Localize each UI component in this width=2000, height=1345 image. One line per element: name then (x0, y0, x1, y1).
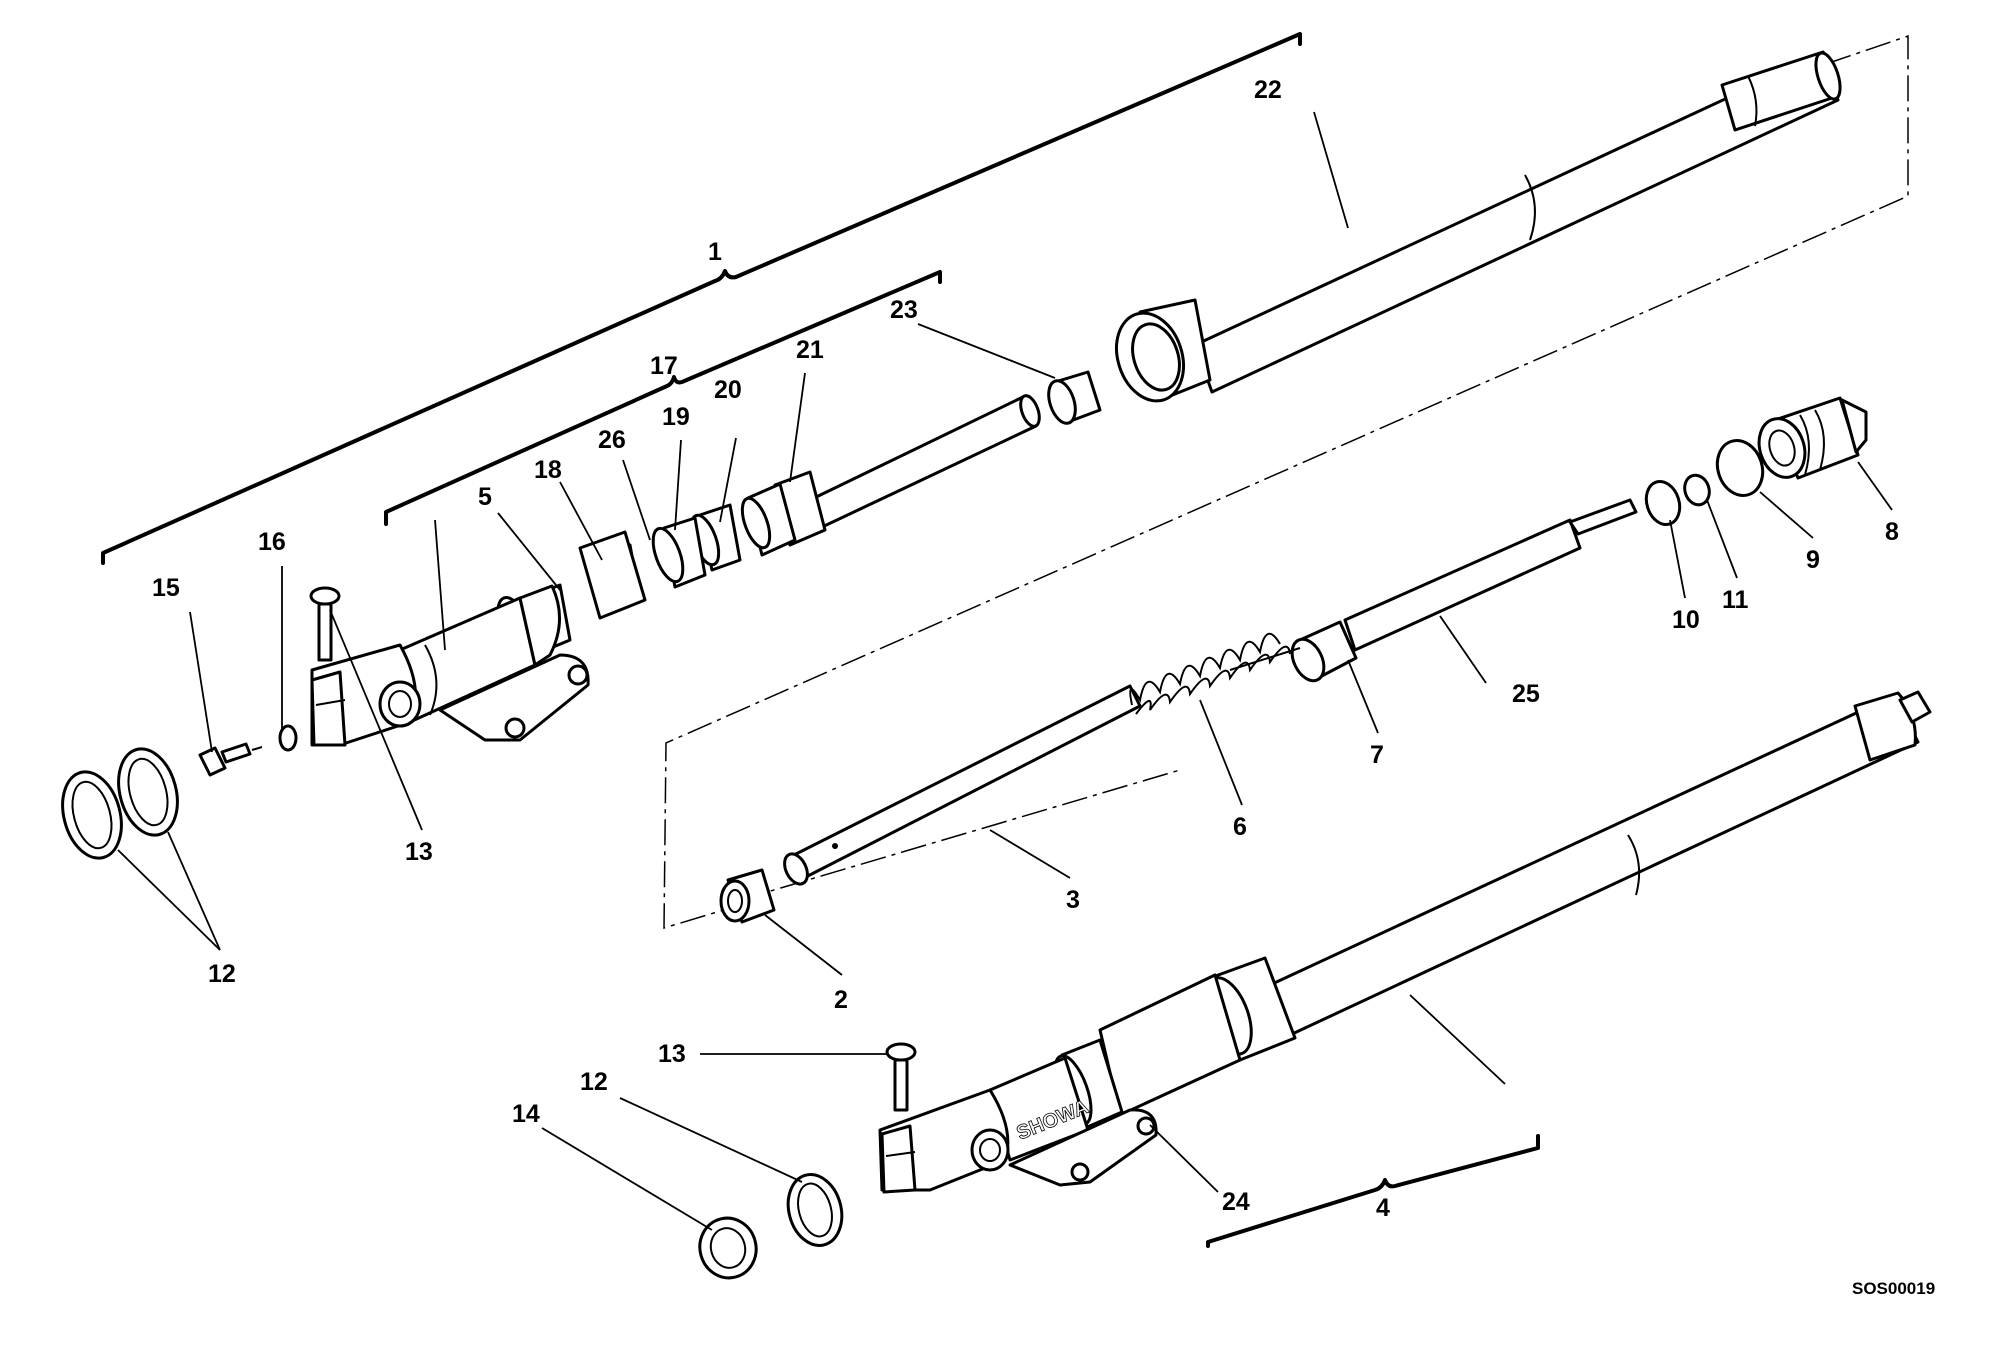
damper-rod-3 (783, 684, 1142, 886)
callout-16: 16 (258, 528, 286, 556)
callouts: 1 2 3 4 5 6 7 8 9 10 11 12 12 13 13 14 1… (152, 76, 1899, 1222)
circlips-12-upper (61, 747, 179, 860)
callout-8: 8 (1885, 518, 1899, 546)
callout-3: 3 (1066, 886, 1080, 914)
axle-bolt-13-upper (309, 586, 341, 662)
callout-19: 19 (662, 403, 690, 431)
circlip-14 (698, 1216, 758, 1280)
spring-6 (1129, 632, 1291, 715)
callout-7: 7 (1370, 741, 1384, 769)
alignment-line-outer (663, 34, 1909, 930)
callout-14: 14 (512, 1100, 540, 1128)
callout-4: 4 (1376, 1194, 1390, 1222)
o-ring-9 (1715, 439, 1765, 497)
leader-lines (117, 111, 1893, 1231)
callout-23: 23 (890, 296, 918, 324)
callout-22: 22 (1254, 76, 1282, 104)
callout-25: 25 (1512, 680, 1540, 708)
callout-11: 11 (1722, 586, 1749, 614)
callout-12a: 12 (208, 960, 236, 988)
callout-26: 26 (598, 426, 626, 454)
washer-10 (1644, 480, 1682, 526)
nut-11 (1683, 473, 1711, 507)
callout-1: 1 (708, 238, 722, 266)
callout-2: 2 (834, 986, 848, 1014)
axle-bolt-13-lower (885, 1042, 917, 1112)
assembly-bracket-17 (384, 270, 942, 526)
alignment-line-lower (739, 769, 1181, 901)
outer-tube-22 (1115, 50, 1842, 403)
assembly-bracket-1 (101, 32, 1302, 565)
fork-leg-4: SHOWA (878, 690, 1932, 1194)
callout-15: 15 (152, 574, 180, 602)
assembly-bracket-4 (1206, 1134, 1540, 1248)
top-cap-8 (1757, 396, 1868, 480)
callout-5: 5 (478, 483, 492, 511)
inner-tube-upper (310, 394, 1041, 747)
cartridge-25 (1229, 498, 1638, 683)
callout-13a: 13 (405, 838, 433, 866)
guide-bush-23 (1047, 370, 1102, 425)
callout-10: 10 (1672, 606, 1700, 634)
callout-9: 9 (1806, 546, 1820, 574)
bleed-screw-15 (198, 742, 263, 777)
washer-16 (278, 724, 298, 752)
callout-18: 18 (534, 456, 562, 484)
drawing-code: SOS00019 (1852, 1279, 1935, 1298)
callout-21: 21 (796, 336, 824, 364)
callout-12b: 12 (580, 1068, 608, 1096)
callout-24: 24 (1222, 1188, 1250, 1216)
circlip-12-lower (786, 1173, 844, 1247)
bush-2 (719, 868, 776, 924)
callout-17: 17 (650, 352, 678, 380)
callout-13b: 13 (658, 1040, 686, 1068)
callout-6: 6 (1233, 813, 1247, 841)
callout-20: 20 (714, 376, 742, 404)
